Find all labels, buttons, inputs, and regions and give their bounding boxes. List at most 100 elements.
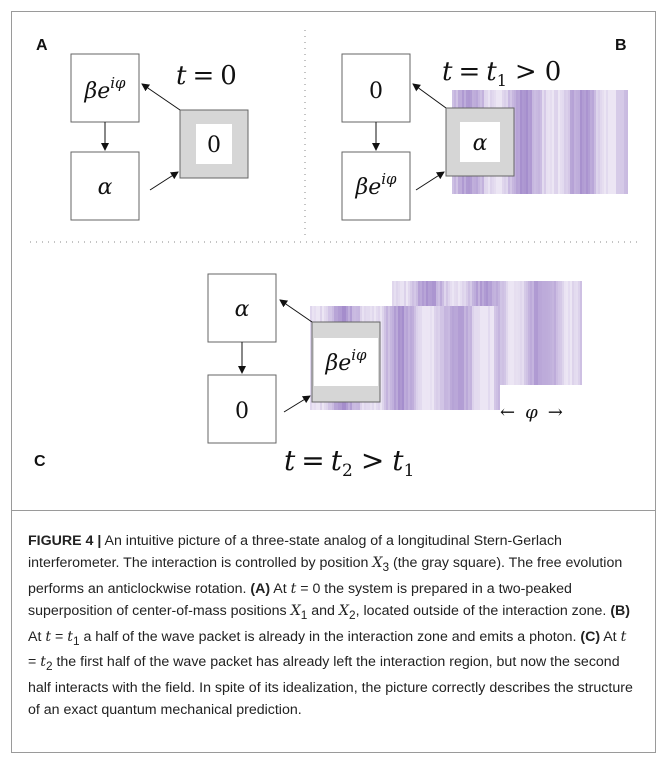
wave-stripe (600, 90, 602, 194)
panel-a-box-gray-label: 0 (207, 133, 221, 158)
wave-stripe (492, 306, 494, 410)
wave-stripe (516, 90, 518, 194)
wave-stripe (570, 281, 572, 385)
wave-stripe (618, 90, 620, 194)
wave-stripe (506, 281, 508, 385)
wave-stripe (564, 281, 566, 385)
wave-stripe (626, 90, 628, 194)
panel-c-box-top (207, 273, 277, 343)
wave-stripe (598, 90, 600, 194)
wave-stripe (474, 306, 476, 410)
caption-math: t (290, 580, 297, 597)
wave-stripe (622, 90, 624, 194)
wave-stripe (556, 281, 558, 385)
wave-stripe (546, 90, 548, 194)
figure-frame (11, 11, 656, 753)
wave-stripe (476, 306, 478, 410)
wave-stripe (576, 281, 578, 385)
wave-stripe (440, 306, 442, 410)
panel-a-box-gray-inner (196, 124, 232, 164)
wave-stripe (472, 306, 474, 410)
wave-stripe (448, 306, 450, 410)
wave-stripe (400, 306, 402, 410)
wave-stripe (564, 90, 566, 194)
wave-stripe (388, 306, 390, 410)
panel-a-time: t=0 (176, 61, 237, 91)
wave-stripe (416, 306, 418, 410)
panel-a-box-top (70, 53, 140, 123)
caption-math-sub: 2 (45, 659, 53, 674)
wave-stripe (542, 90, 544, 194)
wave-stripe (404, 306, 406, 410)
wave-stripe (514, 90, 516, 194)
wave-stripe (568, 281, 570, 385)
panel-b-box-gray-label: α (473, 131, 488, 156)
wave-stripe (462, 306, 464, 410)
panel-b-box-top (341, 53, 411, 123)
caption-math-sub: 1 (300, 607, 308, 622)
wave-stripe (442, 306, 444, 410)
caption-math: t (45, 628, 52, 645)
panel-b-box-top-label: 0 (369, 79, 383, 104)
wave-stripe (602, 90, 604, 194)
caption-math: X (338, 602, 349, 619)
wave-stripe (502, 281, 504, 385)
wave-stripe (566, 90, 568, 194)
wave-stripe (614, 90, 616, 194)
caption-panel-a-label: (A) (250, 580, 271, 597)
wave-stripe (310, 306, 312, 410)
caption-label: FIGURE 4 | (28, 533, 102, 549)
caption-text: At (600, 628, 621, 645)
wave-stripe (392, 306, 394, 410)
wave-stripe (494, 306, 496, 410)
wave-stripe (538, 281, 540, 385)
panel-c-box-gray-inner (314, 338, 378, 386)
wave-stripe (522, 281, 524, 385)
wave-stripe (566, 281, 568, 385)
wave-stripe (530, 281, 532, 385)
wave-stripe (616, 90, 618, 194)
wave-stripe (524, 90, 526, 194)
wave-stripe (386, 306, 388, 410)
wave-stripe (520, 281, 522, 385)
caption-math: X (372, 555, 383, 571)
wave-stripe (480, 306, 482, 410)
wave-stripe (426, 306, 428, 410)
wave-stripe (574, 90, 576, 194)
wave-stripe (540, 281, 542, 385)
wave-stripe (414, 306, 416, 410)
wave-stripe (592, 90, 594, 194)
caption-text: the first half of the wave packet has al… (28, 654, 633, 719)
panel-a: A βeiφ α 0 t=0 (36, 37, 249, 221)
wave-stripe (550, 281, 552, 385)
wave-stripe (412, 306, 414, 410)
wave-stripe (482, 306, 484, 410)
wave-stripe (576, 90, 578, 194)
wave-stripe (572, 90, 574, 194)
caption-panel-c-label: (C) (580, 628, 601, 645)
wave-stripe (444, 306, 446, 410)
panel-b: B 0 βeiφ α t=t1>0 (341, 37, 628, 221)
wave-stripe (394, 306, 396, 410)
wave-stripe (612, 90, 614, 194)
wave-stripe (584, 90, 586, 194)
wave-stripe (608, 90, 610, 194)
panel-a-box-bottom-label: α (98, 175, 113, 200)
wave-stripe (434, 306, 436, 410)
caption-separator (12, 510, 655, 511)
wave-stripe (452, 306, 454, 410)
wave-stripe (544, 90, 546, 194)
panel-b-letter: B (615, 37, 627, 54)
wave-stripe (562, 90, 564, 194)
wave-stripe (532, 90, 534, 194)
wave-stripe (580, 90, 582, 194)
wave-stripe (436, 306, 438, 410)
wave-stripe (518, 281, 520, 385)
wave-stripe (380, 306, 382, 410)
panel-b-arrow-from-gray (412, 83, 447, 109)
wave-stripe (562, 281, 564, 385)
wave-stripe (582, 90, 584, 194)
caption-math: X (290, 602, 301, 619)
wave-stripe (428, 306, 430, 410)
